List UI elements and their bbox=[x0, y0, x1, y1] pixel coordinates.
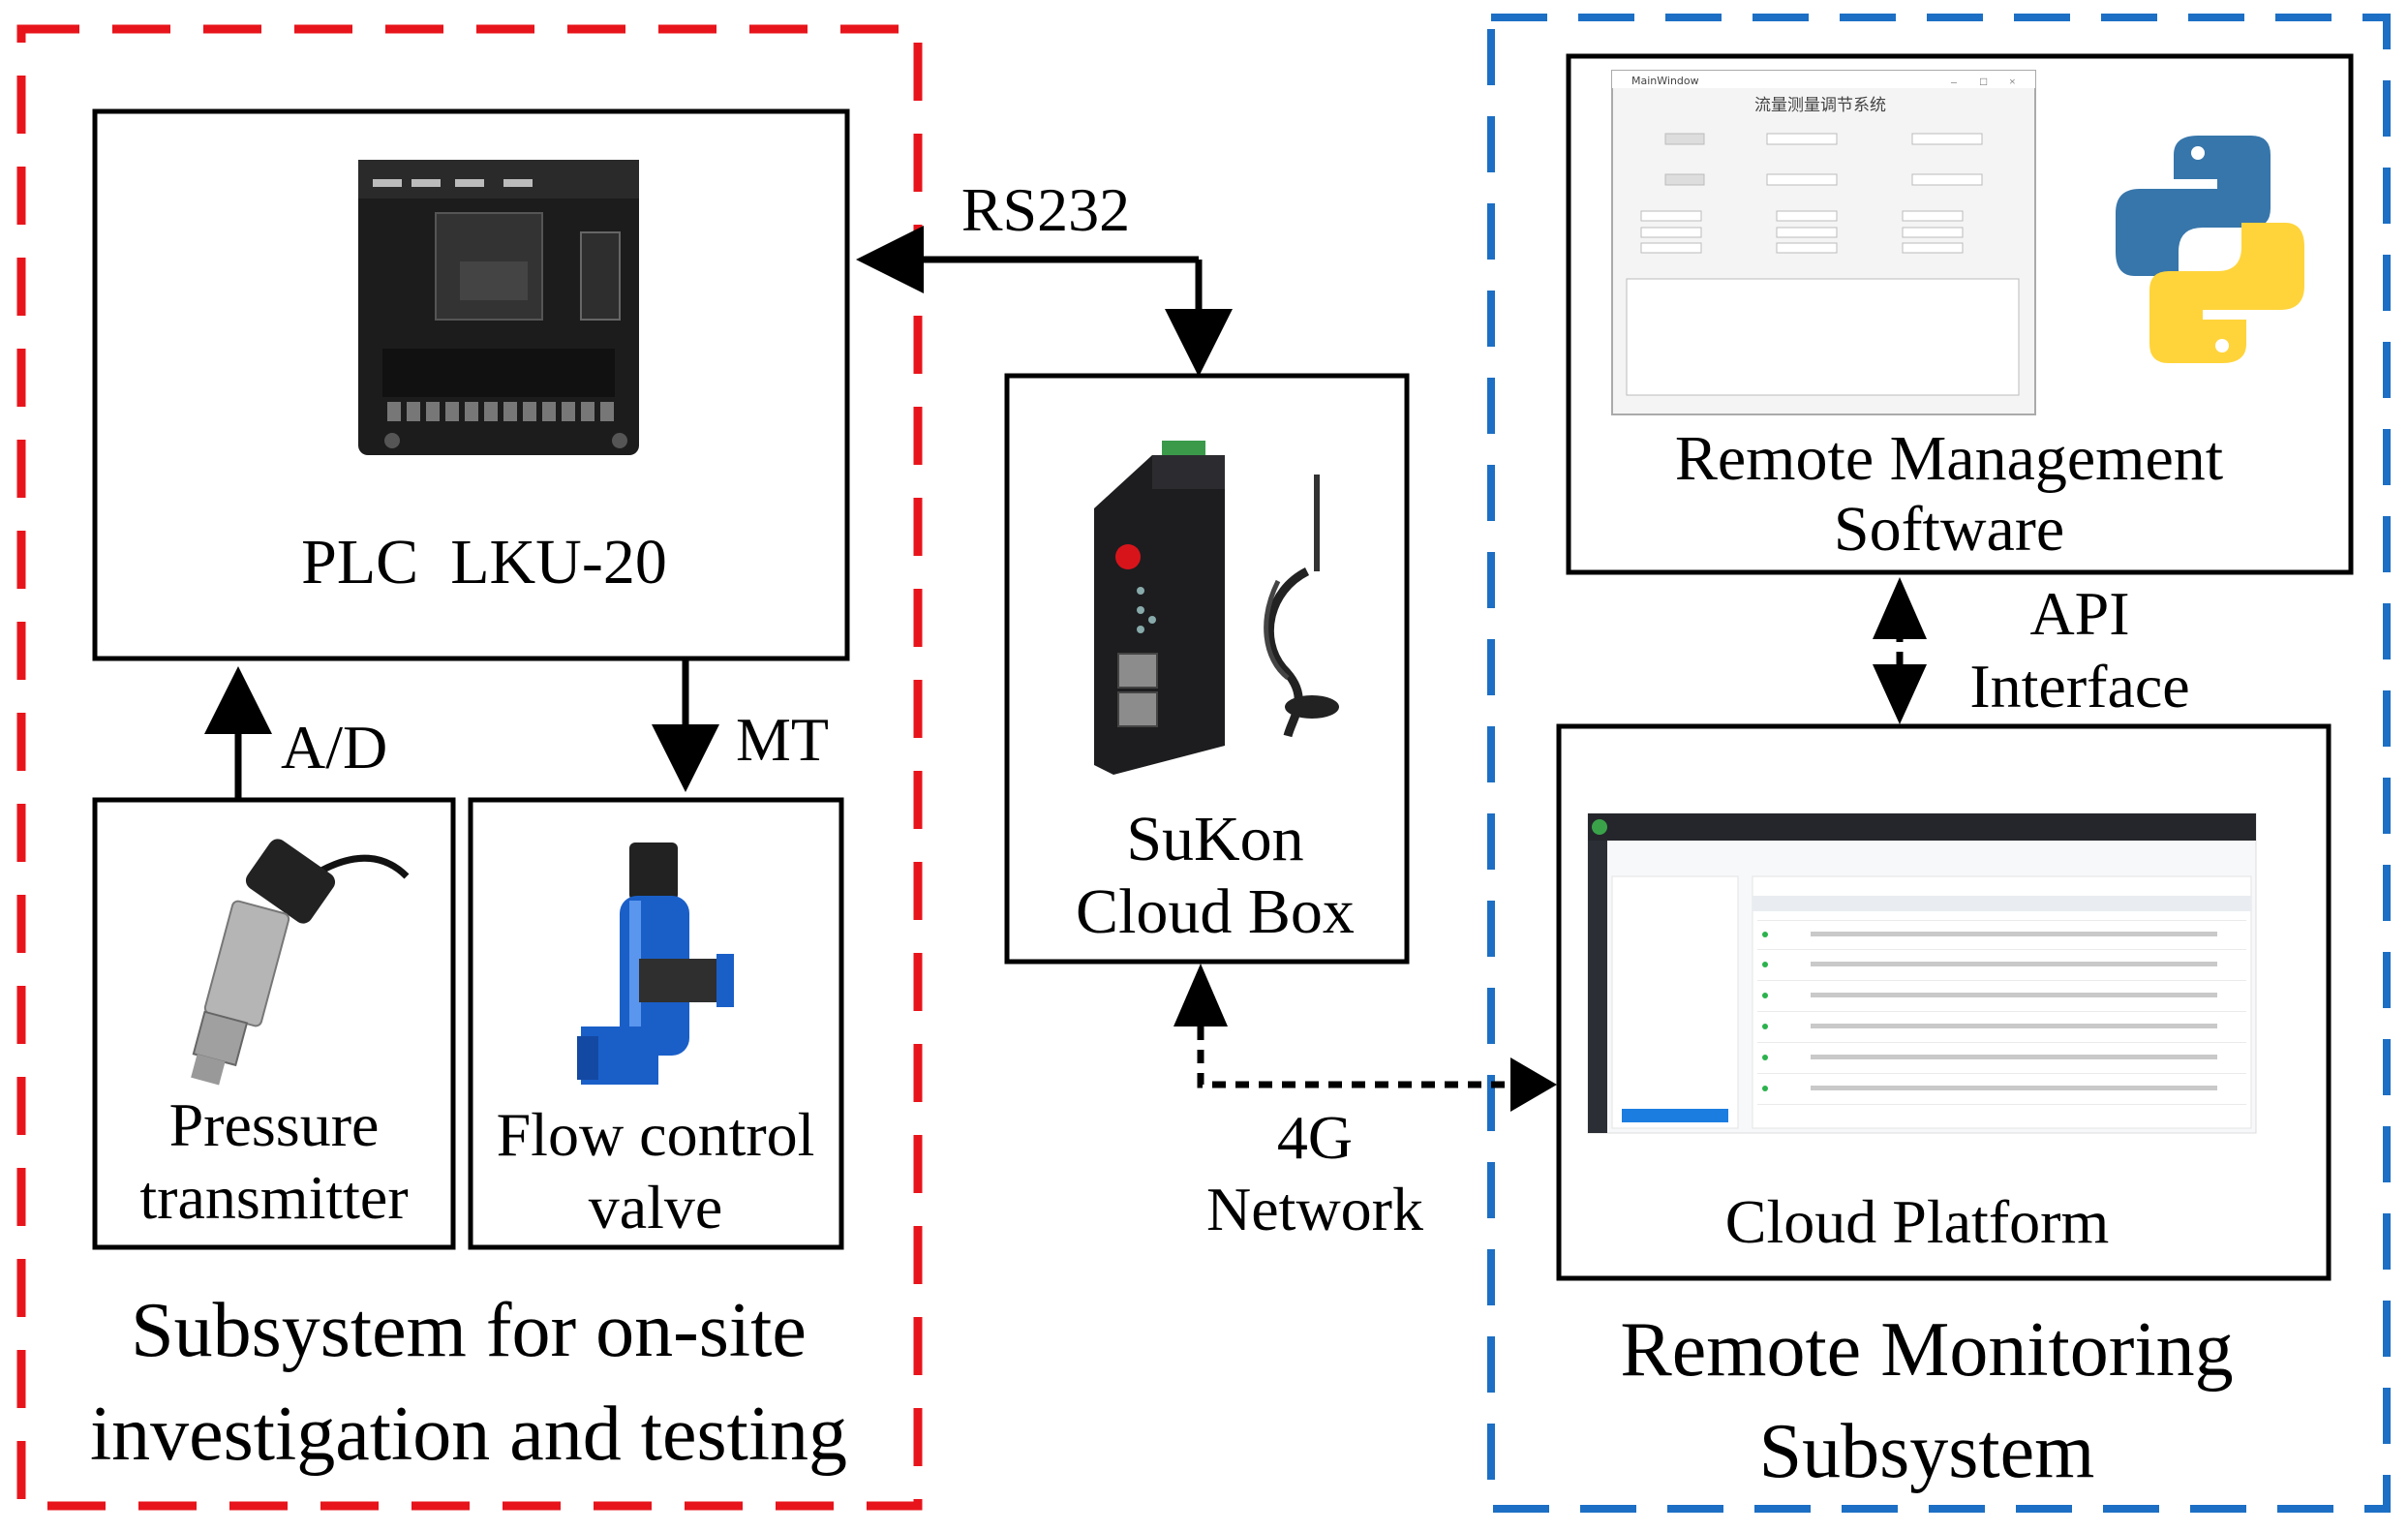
python-logo-icon bbox=[2116, 136, 2304, 363]
software-label-line2: Software bbox=[1834, 494, 2064, 565]
plc-box: PLC LKU-20 bbox=[92, 108, 850, 661]
cloudbox-label-line2: Cloud Box bbox=[1076, 876, 1355, 947]
software-window-title: MainWindow bbox=[1631, 75, 1699, 87]
network-label-line2: Network bbox=[1206, 1175, 1423, 1243]
remote-group-title-line2: Subsystem bbox=[1759, 1409, 2095, 1494]
api-label-line2: Interface bbox=[1969, 652, 2189, 720]
pressure-sensor-icon bbox=[191, 839, 410, 1086]
flow-label-line2: valve bbox=[589, 1173, 723, 1241]
mt-label: MT bbox=[736, 705, 829, 774]
onsite-group-title-line1: Subsystem for on-site bbox=[131, 1288, 807, 1373]
onsite-group-frame bbox=[16, 24, 923, 1511]
platform-logo-icon bbox=[1592, 819, 1607, 835]
cloud-gateway-icon bbox=[1094, 441, 1225, 775]
flow-valve-box: Flow control valve bbox=[468, 797, 844, 1250]
pressure-label-line1: Pressure bbox=[169, 1090, 380, 1159]
ad-connection: A/D bbox=[204, 666, 387, 800]
remote-group-title-line1: Remote Monitoring bbox=[1620, 1307, 2233, 1393]
mt-connection: MT bbox=[652, 659, 829, 792]
rs232-connection: RS232 bbox=[856, 175, 1233, 377]
cloud-platform-box: Cloud Platform bbox=[1556, 723, 2332, 1281]
flow-label-line1: Flow control bbox=[497, 1100, 815, 1169]
software-window-minimize-icon: – bbox=[1950, 75, 1958, 88]
cloud-box: SuKon Cloud Box bbox=[1004, 373, 1410, 965]
api-label-line1: API bbox=[2029, 579, 2129, 648]
platform-label: Cloud Platform bbox=[1725, 1187, 2109, 1256]
software-app-heading: 流量测量调节系统 bbox=[1754, 96, 1886, 115]
api-connection: API Interface bbox=[1873, 577, 2190, 724]
pressure-transmitter-box: Pressure transmitter bbox=[92, 797, 456, 1250]
software-window: MainWindow – □ × 流量测量调节系统 bbox=[1611, 70, 2036, 415]
rs232-label: RS232 bbox=[961, 175, 1130, 244]
plc-label: PLC LKU-20 bbox=[301, 527, 667, 597]
network-connection: 4G Network bbox=[1174, 964, 1557, 1243]
software-box: MainWindow – □ × 流量测量调节系统 bbox=[1566, 53, 2354, 575]
plc-device-icon bbox=[358, 160, 639, 455]
onsite-group-title-line2: investigation and testing bbox=[90, 1392, 847, 1477]
ad-label: A/D bbox=[281, 713, 387, 781]
flow-valve-icon bbox=[577, 843, 734, 1085]
cloudbox-label-line1: SuKon bbox=[1126, 804, 1303, 874]
network-label-line1: 4G bbox=[1277, 1103, 1353, 1172]
antenna-icon bbox=[1264, 475, 1339, 738]
software-window-maximize-icon: □ bbox=[1980, 75, 1987, 88]
software-window-close-icon: × bbox=[2009, 75, 2016, 88]
platform-screenshot bbox=[1587, 812, 2257, 1134]
software-label-line1: Remote Management bbox=[1675, 423, 2223, 494]
pressure-label-line2: transmitter bbox=[139, 1163, 408, 1232]
remote-group-frame bbox=[1487, 14, 2391, 1513]
